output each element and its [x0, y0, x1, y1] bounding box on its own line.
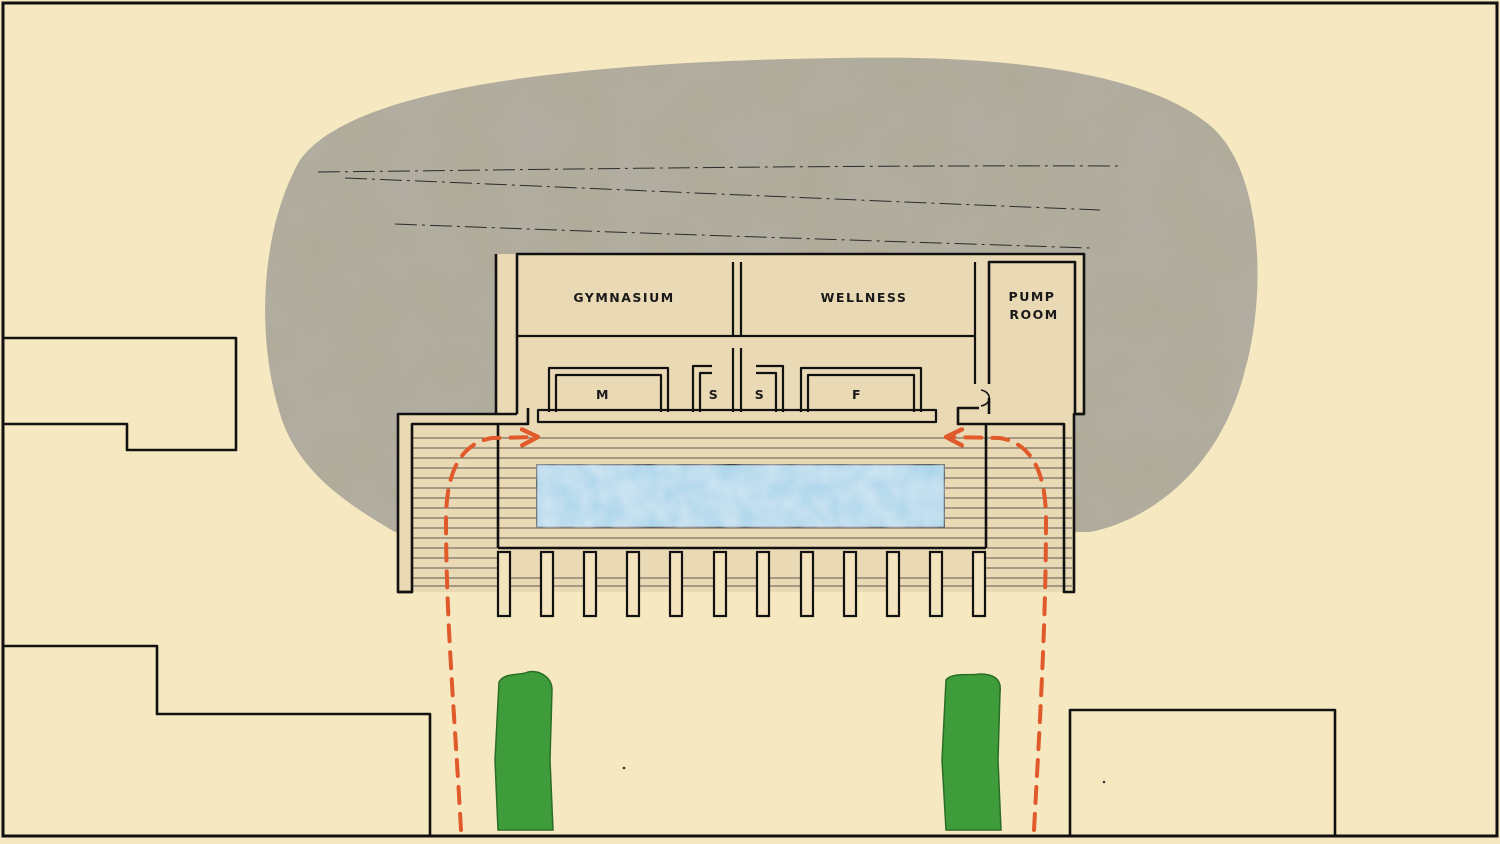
label-pump: PUMP: [1009, 289, 1056, 304]
colonnade-fins: [496, 550, 987, 618]
label-shower-2: S: [755, 387, 766, 402]
swimming-pool: [534, 462, 947, 530]
label-female: F: [852, 387, 862, 402]
hedge-right: [941, 673, 1002, 831]
hedge-left: [494, 670, 554, 831]
label-room: ROOM: [1009, 307, 1058, 322]
label-gymnasium: GYMNASIUM: [573, 290, 674, 305]
building-left-lower: [4, 644, 432, 836]
circulation-arrow-left: [443, 437, 536, 832]
interior-partitions: [517, 262, 977, 384]
site-dot: [622, 766, 626, 770]
changing-rooms: [536, 348, 938, 424]
circulation-paths: [443, 437, 1049, 832]
label-men: M: [596, 387, 610, 402]
spa-building: GYMNASIUM WELLNESS PUMP ROOM M S S F: [396, 252, 1086, 618]
building-left-upper: [4, 336, 238, 452]
neighbouring-buildings: [4, 336, 1337, 836]
label-shower-1: S: [709, 387, 720, 402]
building-right-lower: [1068, 708, 1337, 836]
door-swing: [980, 389, 991, 407]
building-upper-fill: [496, 254, 1084, 414]
label-wellness: WELLNESS: [821, 290, 908, 305]
hedges: [494, 670, 1002, 831]
contour-lines: [317, 165, 1121, 249]
site-dot: [1102, 780, 1106, 784]
circulation-arrow-right: [948, 437, 1049, 832]
